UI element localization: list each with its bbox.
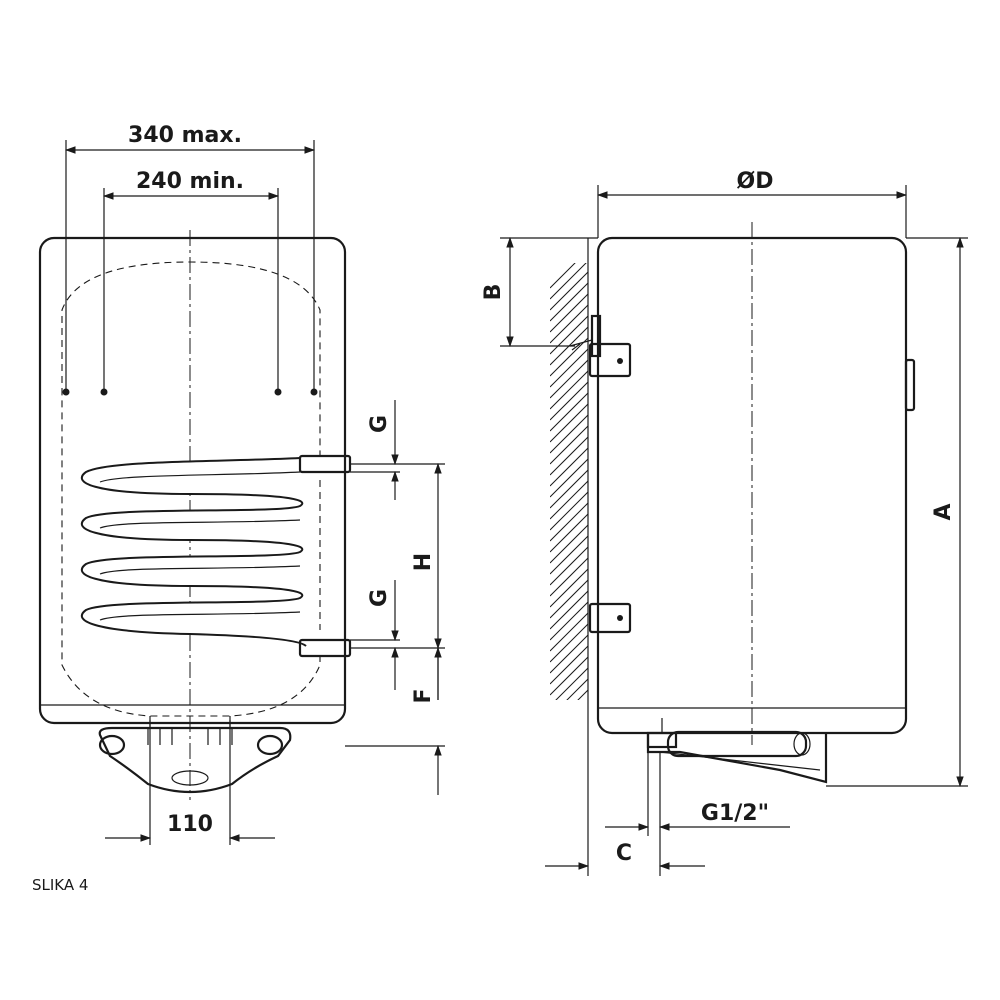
wall-hatch-line bbox=[550, 745, 588, 783]
wall-hatch-line bbox=[550, 491, 588, 531]
dim-b-label: B bbox=[481, 284, 506, 301]
wall-hatch-line bbox=[550, 282, 588, 322]
wall-hatch-line bbox=[550, 381, 588, 421]
coil-inlet-pipe bbox=[298, 454, 352, 474]
dimension-diameter: ØD bbox=[596, 169, 908, 238]
dim-g-top-label: G bbox=[367, 415, 392, 433]
wall-hatch-line bbox=[550, 601, 588, 641]
dim-c-label: C bbox=[616, 841, 632, 866]
dim-110-label: 110 bbox=[167, 812, 213, 837]
wall-hatch-line bbox=[550, 634, 588, 674]
wall-hatch-line bbox=[550, 712, 588, 750]
wall-hatch-line bbox=[550, 568, 588, 608]
wall-hatch-line bbox=[550, 612, 588, 652]
wall-hatch-line bbox=[550, 590, 588, 630]
wall-hatch-line bbox=[550, 315, 588, 355]
front-bottom-fittings bbox=[98, 716, 292, 794]
dim-g-bottom-label: G bbox=[367, 589, 392, 607]
dimension-thread: G1/2" bbox=[605, 752, 790, 876]
side-bottom-fittings bbox=[646, 718, 828, 784]
wall-hatch-line bbox=[550, 304, 588, 344]
wall-hatch-line bbox=[550, 656, 588, 696]
dimension-110: 110 bbox=[105, 720, 275, 845]
dim-f-label: F bbox=[411, 688, 436, 703]
front-tank-body bbox=[38, 236, 347, 725]
side-view: ØD A B G1/2" C bbox=[481, 169, 968, 876]
wall-hatch-line bbox=[550, 370, 588, 410]
wall-hatch-line bbox=[550, 271, 588, 311]
wall-hatch-line bbox=[550, 513, 588, 553]
wall-hatch-line bbox=[550, 535, 588, 575]
wall-hatch-line bbox=[550, 579, 588, 619]
wall-hatch bbox=[550, 238, 589, 876]
dim-h-label: H bbox=[411, 553, 436, 571]
wall-hatch-line bbox=[550, 263, 587, 300]
dim-240-min-label: 240 min. bbox=[136, 169, 244, 194]
wall-hatch-line bbox=[555, 667, 588, 700]
dim-thread-label: G1/2" bbox=[701, 801, 769, 826]
wall-hatch-line bbox=[550, 348, 588, 388]
wall-hatch-line bbox=[550, 502, 588, 542]
wall-hatch-line bbox=[550, 359, 588, 399]
wall-hatch-line bbox=[550, 263, 576, 289]
wall-hatch-line bbox=[550, 645, 588, 685]
wall-hatch-line bbox=[550, 458, 588, 498]
wall-hatch-line bbox=[550, 414, 588, 454]
wall-hatch-line bbox=[550, 480, 588, 520]
coil-outlet-pipe bbox=[298, 638, 352, 658]
wall-hatch-line bbox=[550, 436, 588, 476]
dim-340-max-label: 340 max. bbox=[128, 123, 242, 148]
front-view: 340 max. 240 min. 110 G bbox=[38, 123, 445, 845]
dimension-h: H bbox=[411, 462, 442, 650]
wall-bracket-top bbox=[569, 314, 632, 378]
wall-hatch-line bbox=[550, 557, 588, 597]
wall-bracket-bottom bbox=[588, 602, 632, 634]
wall-hatch-line bbox=[550, 734, 588, 772]
wall-hatch-line bbox=[550, 623, 588, 663]
wall-hatch-line bbox=[550, 524, 588, 564]
dimension-b: B bbox=[481, 236, 598, 348]
wall-hatch-line bbox=[550, 756, 588, 794]
dimension-240-min: 240 min. bbox=[102, 169, 280, 392]
wall-hatch-line bbox=[550, 723, 588, 761]
dimension-c: C bbox=[545, 841, 705, 870]
wall-hatch-line bbox=[550, 403, 588, 443]
dim-diameter-label: ØD bbox=[737, 169, 774, 194]
wall-hatch-line bbox=[577, 689, 588, 700]
wall-hatch-line bbox=[550, 337, 588, 377]
wall-hatch-line bbox=[550, 392, 588, 432]
wall-hatch-line bbox=[550, 425, 588, 465]
dimension-a: A bbox=[826, 236, 968, 788]
heat-exchanger-coil bbox=[80, 454, 352, 658]
dimension-f: F bbox=[411, 646, 442, 795]
dim-a-label: A bbox=[931, 503, 956, 520]
dimension-340-max: 340 max. bbox=[64, 123, 316, 392]
wall-hatch-line bbox=[566, 678, 588, 700]
dimension-g-bottom: G bbox=[367, 580, 399, 690]
wall-hatch-line bbox=[550, 546, 588, 586]
figure-caption: SLIKA 4 bbox=[32, 876, 89, 894]
dimension-g-top: G bbox=[367, 400, 399, 500]
wall-hatch-line bbox=[550, 447, 588, 487]
wall-hatch-line bbox=[550, 701, 588, 739]
wall-hatch-line bbox=[550, 293, 588, 333]
wall-hatch-line bbox=[550, 469, 588, 509]
